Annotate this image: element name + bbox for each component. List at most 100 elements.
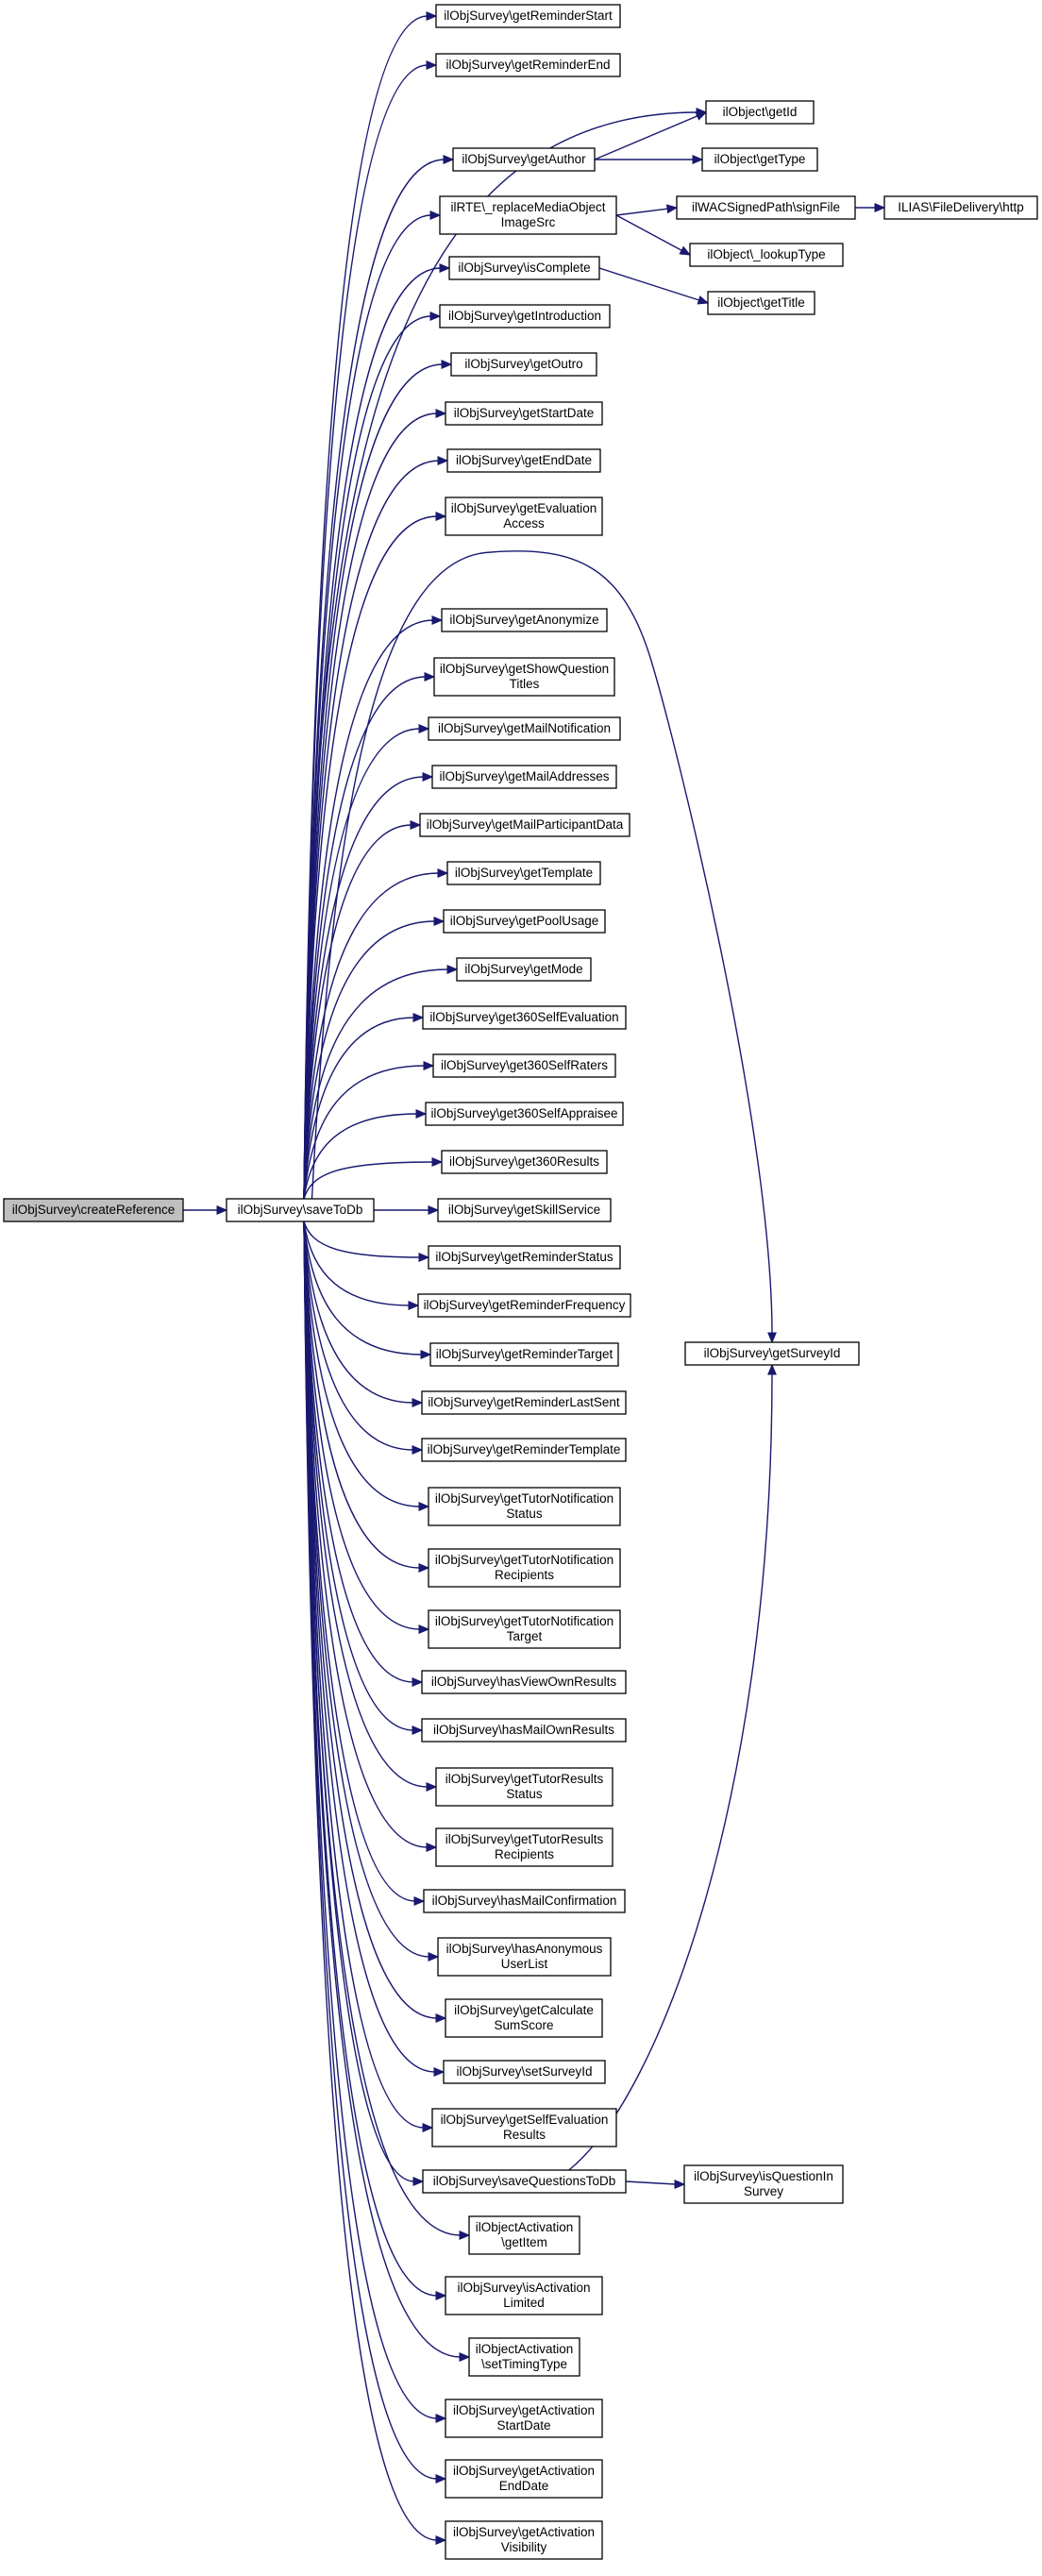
node-box	[419, 813, 630, 837]
edge-sign-file-to-file-delivery-head	[874, 203, 886, 212]
node-get-reminder-target[interactable]: ilObjSurvey\getReminderTarget	[429, 1342, 619, 1367]
node-is-complete[interactable]: ilObjSurvey\isComplete	[448, 256, 600, 280]
node-get360-self-appraisee[interactable]: ilObjSurvey\get360SelfAppraisee	[425, 1102, 624, 1126]
node-label: ilObjSurvey\getOutro	[464, 357, 582, 371]
node-sign-file[interactable]: ilWACSignedPath\signFile	[676, 195, 856, 220]
node-box	[445, 2399, 603, 2438]
node-label: ilObjSurvey\getSurveyId	[704, 1346, 841, 1360]
edge-save-to-db-to-get-reminder-end	[303, 64, 429, 1200]
node-label: ilObjSurvey\getShowQuestion	[440, 662, 609, 676]
node-get-reminder-status[interactable]: ilObjSurvey\getReminderStatus	[428, 1245, 621, 1270]
node-get-introduction[interactable]: ilObjSurvey\getIntroduction	[439, 304, 611, 328]
node-box	[435, 53, 621, 77]
node-set-timing-type[interactable]: ilObjectActivation\setTimingType	[468, 2337, 580, 2377]
node-get-anonymize[interactable]: ilObjSurvey\getAnonymize	[441, 608, 608, 632]
edge-save-to-db-to-get-mail-participant-data-head	[410, 820, 422, 830]
node-save-to-db[interactable]: ilObjSurvey\saveToDb	[226, 1198, 375, 1222]
node-get-skill-service[interactable]: ilObjSurvey\getSkillService	[437, 1198, 612, 1222]
node-get-item[interactable]: ilObjectActivation\getItem	[468, 2215, 580, 2255]
node-has-mail-confirmation[interactable]: ilObjSurvey\hasMailConfirmation	[423, 1889, 626, 1913]
edge-save-to-db-to-get-template	[303, 872, 440, 1200]
edge-save-to-db-to-get-reminder-template	[303, 1221, 414, 1451]
edge-save-to-db-to-get360-self-appraisee	[303, 1113, 418, 1200]
node-get-tutor-notification-recipients[interactable]: ilObjSurvey\getTutorNotificationRecipien…	[428, 1548, 621, 1588]
node-get-id[interactable]: ilObject\getId	[705, 100, 815, 125]
node-box	[429, 1342, 619, 1367]
node-get-outro[interactable]: ilObjSurvey\getOutro	[450, 352, 597, 377]
node-get-pool-usage[interactable]: ilObjSurvey\getPoolUsage	[443, 909, 606, 934]
edge-save-to-db-to-get-reminder-end-head	[426, 60, 438, 70]
node-box	[445, 2459, 603, 2499]
node-get-reminder-start[interactable]: ilObjSurvey\getReminderStart	[435, 4, 621, 28]
edge-save-to-db-to-get-mail-addresses-head	[422, 772, 434, 782]
node-create-reference[interactable]: ilObjSurvey\createReference	[3, 1198, 184, 1222]
node-label: ilObjSurvey\createReference	[12, 1203, 176, 1217]
node-label: Status	[506, 1787, 543, 1801]
node-get360-results[interactable]: ilObjSurvey\get360Results	[441, 1150, 608, 1174]
node-get-mail-addresses[interactable]: ilObjSurvey\getMailAddresses	[431, 765, 617, 789]
node-set-survey-id[interactable]: ilObjSurvey\setSurveyId	[443, 2060, 606, 2084]
node-label: Visibility	[501, 2540, 547, 2554]
node-get-template[interactable]: ilObjSurvey\getTemplate	[446, 861, 601, 885]
node-get360-self-evaluation[interactable]: ilObjSurvey\get360SelfEvaluation	[422, 1005, 627, 1030]
node-label: ilObject\getTitle	[717, 295, 805, 310]
node-label: ilObject\getType	[714, 152, 806, 166]
node-get-survey-id[interactable]: ilObjSurvey\getSurveyId	[684, 1341, 860, 1366]
node-label: ilObjSurvey\getTutorResults	[445, 1772, 604, 1786]
node-get360-self-raters[interactable]: ilObjSurvey\get360SelfRaters	[432, 1053, 616, 1078]
edge-save-to-db-to-get-calculate-sum-score-head	[435, 2013, 447, 2023]
node-get-mail-notification[interactable]: ilObjSurvey\getMailNotification	[428, 716, 621, 741]
node-file-delivery[interactable]: ILIAS\FileDelivery\http	[883, 195, 1038, 220]
node-get-end-date[interactable]: ilObjSurvey\getEndDate	[446, 448, 601, 473]
node-has-mail-own-results[interactable]: ilObjSurvey\hasMailOwnResults	[421, 1718, 627, 1743]
node-label: ilObjSurvey\getIntroduction	[448, 309, 601, 323]
node-label: ilObjSurvey\getTutorNotification	[435, 1553, 613, 1567]
node-box	[445, 497, 603, 536]
node-box	[3, 1198, 184, 1222]
node-get-reminder-last-sent[interactable]: ilObjSurvey\getReminderLastSent	[421, 1390, 627, 1415]
edge-replace-media-to-lookup-type	[615, 214, 683, 252]
node-get-reminder-template[interactable]: ilObjSurvey\getReminderTemplate	[421, 1438, 627, 1462]
node-get-reminder-end[interactable]: ilObjSurvey\getReminderEnd	[435, 53, 621, 77]
node-box	[423, 1889, 626, 1913]
node-box	[433, 657, 615, 697]
node-box	[437, 1937, 612, 1977]
node-get-mode[interactable]: ilObjSurvey\getMode	[456, 957, 592, 982]
node-box	[468, 2337, 580, 2377]
edge-save-to-db-to-get-reminder-status	[303, 1221, 421, 1258]
node-get-reminder-frequency[interactable]: ilObjSurvey\getReminderFrequency	[417, 1293, 631, 1318]
node-get-mail-participant-data[interactable]: ilObjSurvey\getMailParticipantData	[419, 813, 630, 837]
edge-save-to-db-to-get-reminder-target	[303, 1221, 423, 1355]
node-has-view-own-results[interactable]: ilObjSurvey\hasViewOwnResults	[421, 1670, 627, 1694]
node-get-type[interactable]: ilObject\getType	[701, 147, 818, 172]
edge-save-to-db-to-get-end-date	[303, 460, 440, 1200]
node-box	[676, 195, 856, 220]
edge-create-reference-to-save-to-db-head	[216, 1205, 228, 1215]
node-get-start-date[interactable]: ilObjSurvey\getStartDate	[445, 401, 603, 426]
node-get-title[interactable]: ilObject\getTitle	[707, 291, 815, 315]
node-box	[450, 352, 597, 377]
node-box	[446, 861, 601, 885]
edge-save-to-db-to-get-activation-visibility-head	[435, 2535, 447, 2545]
node-lookup-type[interactable]: ilObject\_lookupType	[689, 243, 844, 267]
node-label: Recipients	[495, 1847, 554, 1861]
node-get-author[interactable]: ilObjSurvey\getAuthor	[452, 147, 596, 172]
node-save-questions-to-db[interactable]: ilObjSurvey\saveQuestionsToDb	[422, 2169, 627, 2194]
node-label: ilObjSurvey\hasMailConfirmation	[432, 1894, 617, 1908]
